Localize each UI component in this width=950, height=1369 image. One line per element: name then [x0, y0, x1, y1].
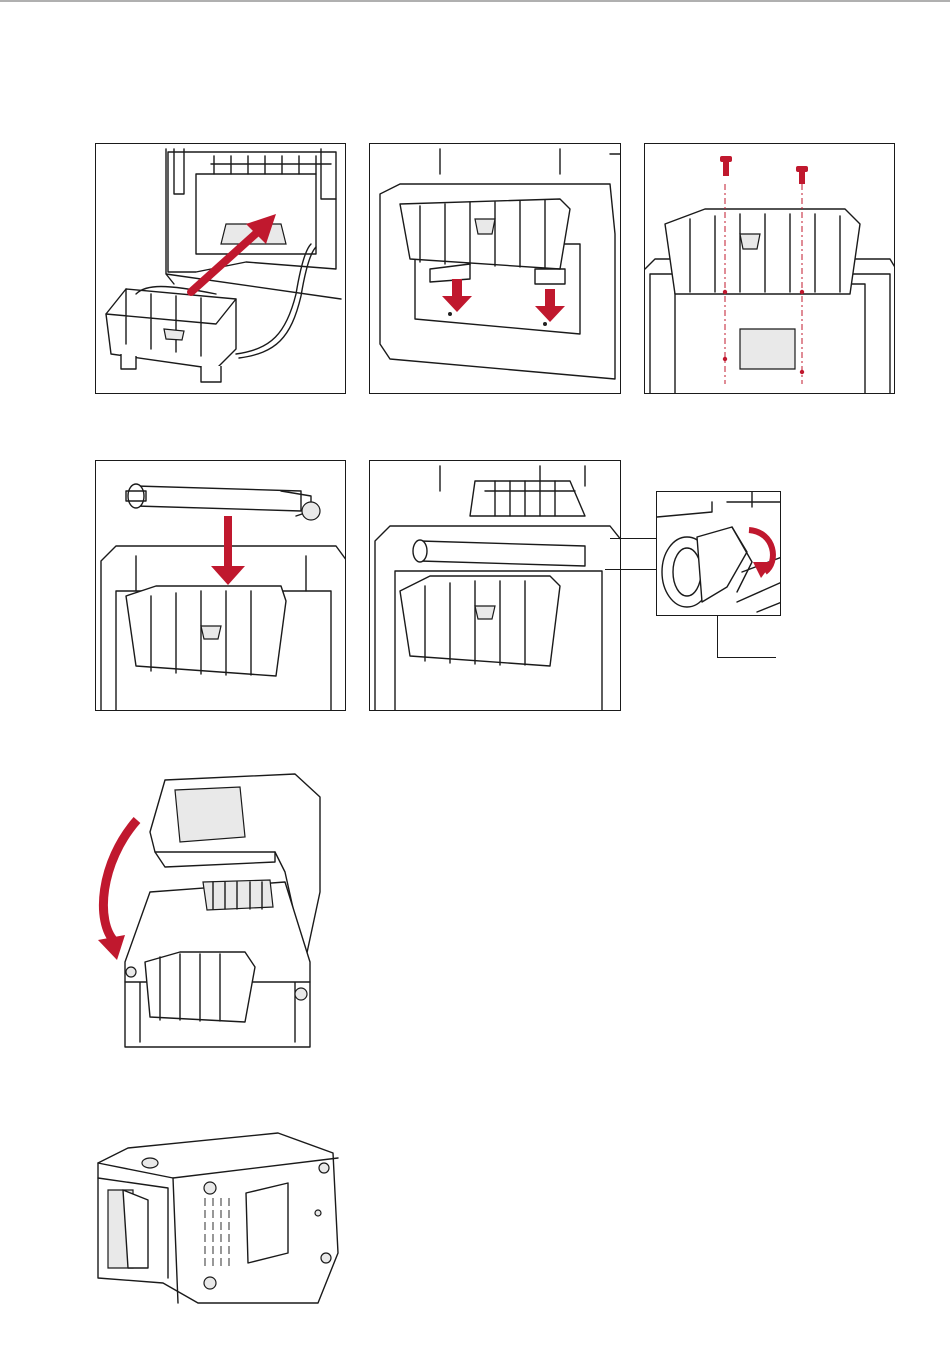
figure-step-6 — [95, 772, 330, 1057]
module-push-down-illustration — [370, 144, 621, 394]
figure-step-1 — [95, 143, 346, 394]
figure-step-5-detail — [656, 491, 781, 616]
figure-step-7 — [88, 1128, 346, 1308]
figure-step-4 — [95, 460, 346, 711]
screw-fastening-illustration — [645, 144, 895, 394]
close-cover-illustration — [95, 772, 330, 1057]
roller-installed-illustration — [370, 461, 621, 711]
printer-bottom-view-illustration — [88, 1128, 346, 1308]
callout-line-bottom — [605, 569, 657, 570]
latch-rotate-detail — [657, 492, 781, 616]
platen-roller-insertion-illustration — [96, 461, 346, 711]
figure-step-2 — [369, 143, 621, 394]
figure-step-5 — [369, 460, 621, 711]
cutter-insertion-illustration — [96, 144, 346, 394]
callout-line-top — [610, 538, 657, 539]
figure-step-3 — [644, 143, 895, 394]
callout-line-horizontal — [717, 657, 776, 658]
page-top-rule — [0, 0, 950, 2]
